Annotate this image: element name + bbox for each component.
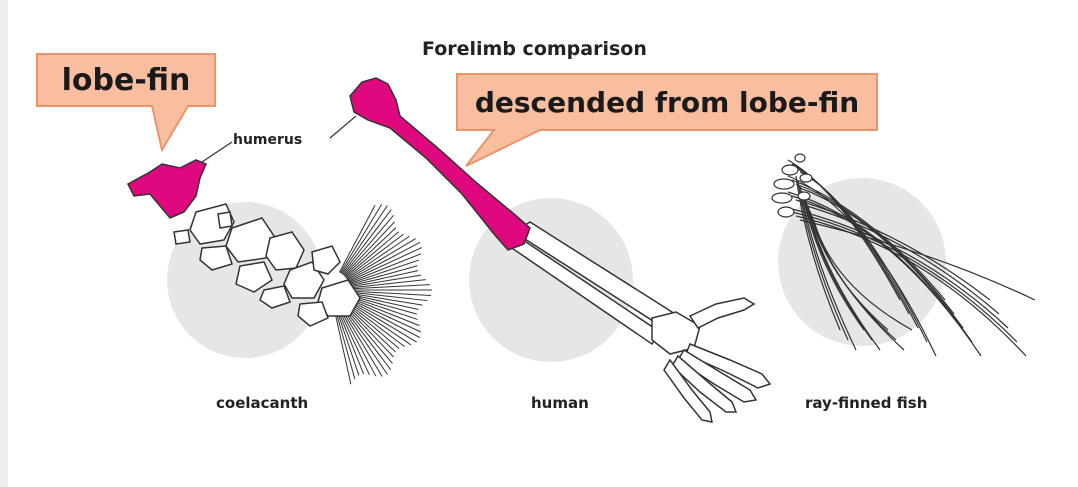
ray-fish-fin-ray	[791, 179, 946, 301]
coelacanth-fin-ray	[339, 306, 383, 377]
ray-fish-fin-ray	[795, 183, 955, 315]
ray-fish-fin-ray	[813, 220, 913, 331]
ray-fish-base-bone	[797, 191, 811, 201]
coelacanth-fin-ray	[334, 309, 356, 380]
human-thumb	[688, 297, 756, 329]
human-humerus-leader-line	[329, 115, 357, 139]
descended-callout-shape	[456, 73, 878, 167]
coelacanth-fin-ray	[338, 205, 376, 273]
coelacanth-fin-ray	[345, 233, 404, 279]
coelacanth-bone	[217, 211, 233, 229]
coelacanth-bone	[173, 229, 191, 245]
ray-fish-fin-ray	[795, 199, 991, 301]
coelacanth-fin-ray	[335, 308, 360, 376]
coelacanth-fin-ray	[348, 295, 418, 320]
ray-fish-fin-ray	[791, 211, 1018, 343]
coelacanth-fin-ray	[347, 297, 422, 333]
ray-fish-fin-base-bones	[771, 153, 813, 218]
coelacanth-humerus-highlight	[127, 159, 207, 219]
coelacanth-fin-ray	[346, 300, 412, 346]
coelacanth-fin-rays	[333, 204, 432, 385]
coelacanth-bone	[199, 245, 233, 271]
coelacanth-fin-ray	[343, 221, 395, 276]
human-label: human	[531, 394, 589, 412]
coelacanth-bone	[311, 245, 341, 275]
coelacanth-fin-ray	[349, 265, 418, 286]
coelacanth-fin-ray	[347, 298, 421, 339]
coelacanth-bone	[283, 261, 325, 299]
coelacanth-fin-ray	[344, 302, 400, 349]
coelacanth-fin-ray	[340, 205, 388, 274]
humerus-label: humerus	[233, 132, 303, 148]
ray-fish-base-bone	[799, 173, 813, 183]
coelacanth-fin-ray	[349, 274, 422, 288]
ray-fish-fin-ray	[787, 207, 1009, 329]
ray-finned-fish-label: ray-finned fish	[805, 394, 928, 412]
coelacanth-fin-ray	[341, 209, 392, 275]
coelacanth-fin-ray	[345, 301, 405, 347]
lobe-fin-callout-shape	[36, 53, 216, 153]
ray-fish-fin-ray	[799, 171, 928, 343]
coelacanth-fin-ray	[348, 259, 420, 285]
ray-fish-fin-ray	[787, 159, 901, 301]
coelacanth-bone	[259, 285, 291, 309]
coelacanth-fin-ray	[337, 307, 370, 376]
ray-fish-fin-ray	[799, 219, 1036, 301]
human-humerus-highlight	[349, 77, 531, 251]
coelacanth-bone	[297, 301, 329, 327]
ray-fish-fin-ray	[801, 190, 865, 331]
descended-callout: descended from lobe-fin	[474, 85, 860, 119]
coelacanth-fin-ray	[349, 290, 431, 296]
diagram-title: Forelimb comparison	[422, 38, 647, 60]
left-edge-strip	[0, 0, 8, 487]
humerus-leader-line	[201, 141, 233, 163]
coelacanth-fin-ray	[336, 308, 365, 375]
coelacanth-fin-ray	[349, 293, 419, 310]
ray-fish-fin-ray	[799, 185, 857, 351]
ray-fish-base-bone	[794, 153, 806, 163]
human-arm-bones	[504, 221, 772, 423]
ray-fish-base-bone	[773, 178, 795, 190]
ray-fish-fin-ray	[791, 163, 910, 315]
coelacanth-fin-ray	[338, 307, 377, 377]
human-finger	[663, 358, 713, 423]
coelacanth-fin-ray	[349, 291, 428, 302]
lobe-fin-callout: lobe-fin	[61, 62, 191, 98]
coelacanth-fin-ray	[348, 253, 422, 284]
ray-fish-fin-ray	[799, 203, 1000, 315]
ray-fish-fin-ray	[795, 215, 1027, 357]
ray-fish-fin-ray	[799, 187, 964, 329]
coelacanth-fin-ray	[347, 241, 421, 282]
coelacanth-fin-ray	[349, 279, 426, 289]
ray-fish-base-bone	[771, 192, 793, 204]
coelacanth-fin-ray	[346, 235, 410, 280]
coelacanth-fin-bones	[173, 203, 361, 327]
coelacanth-fin-ray	[349, 284, 430, 290]
coelacanth-fin-ray	[342, 215, 394, 276]
ray-fish-fin-ray	[795, 175, 841, 331]
coelacanth-fin-ray	[347, 247, 423, 283]
ray-fish-base-bone	[777, 206, 795, 218]
coelacanth-fin-ray	[348, 296, 420, 327]
coelacanth-fin-ray	[339, 204, 383, 274]
ray-fish-fin-rays	[787, 159, 1036, 357]
ray-fish-base-bone	[781, 164, 799, 176]
coelacanth-fin-ray	[333, 309, 352, 385]
ray-fish-fin-ray	[805, 200, 881, 351]
coelacanth-fin-ray	[344, 227, 397, 277]
coelacanth-label: coelacanth	[216, 394, 309, 412]
coelacanth-bone	[235, 261, 273, 293]
ray-fish-fin-ray	[803, 195, 873, 341]
coelacanth-fin-ray	[340, 306, 388, 375]
coelacanth-fin-ray	[346, 238, 416, 281]
coelacanth-fin-ray	[349, 270, 419, 287]
coelacanth-fin-ray	[344, 231, 400, 278]
coelacanth-fin-ray	[346, 299, 417, 343]
coelacanth-fin-ray	[349, 292, 423, 306]
